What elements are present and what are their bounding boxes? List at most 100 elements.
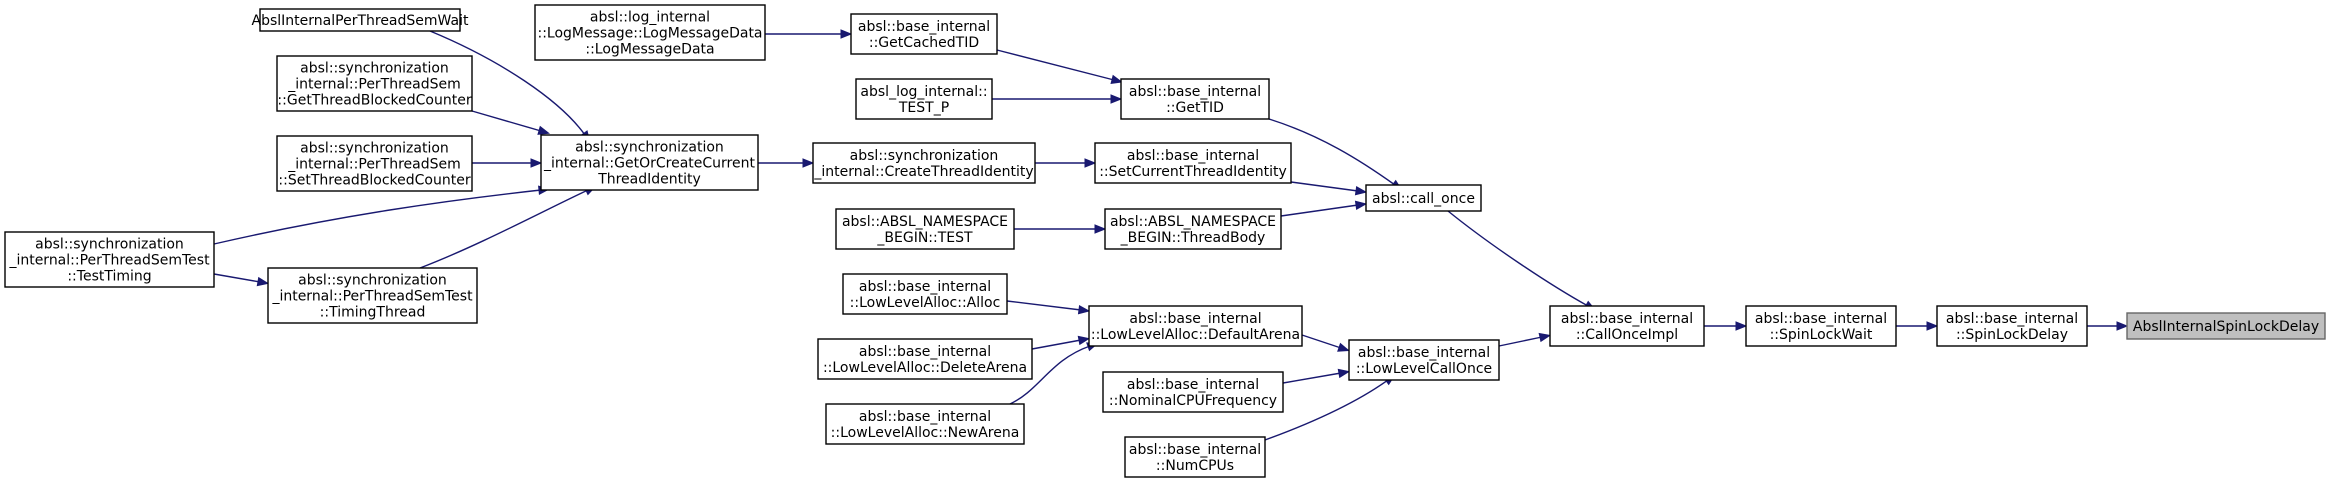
node-getorcreate[interactable]: absl::synchronization_internal::GetOrCre… [540, 134, 759, 191]
node-target[interactable]: AbslInternalSpinLockDelay [2126, 312, 2326, 340]
node-box [1088, 305, 1303, 347]
node-createthreadidentity[interactable]: absl::synchronization_internal::CreateTh… [812, 142, 1036, 184]
edge-createthreadidentity-to-setcurrentthreadidentity [1035, 158, 1097, 168]
node-label-line: absl::base_internal [1127, 377, 1259, 393]
edge-getblocked-to-getorcreate [471, 110, 550, 135]
node-ns_test[interactable]: absl::ABSL_NAMESPACE_BEGIN::TEST [835, 208, 1015, 250]
edge-ns_test-to-threadbody [1014, 224, 1107, 234]
edge-logmessagedata-to-getcachedtid [765, 29, 853, 39]
node-box [1094, 142, 1292, 184]
node-box [259, 8, 461, 32]
node-logmessagedata[interactable]: absl::log_internal::LogMessage::LogMessa… [534, 4, 766, 61]
node-testtiming[interactable]: absl::synchronization_internal::PerThrea… [4, 231, 215, 288]
node-label-line: absl::base_internal [1946, 311, 2078, 327]
node-label-line: _internal::PerThreadSem [287, 157, 461, 173]
node-call_once[interactable]: absl::call_once [1365, 184, 1482, 212]
node-box [1745, 305, 1897, 347]
node-label-line: absl::base_internal [1129, 311, 1261, 327]
edge-alloc-to-defaultarena [1006, 300, 1091, 315]
node-box [1936, 305, 2088, 347]
node-label-line: ::LogMessage::LogMessageData [537, 26, 762, 42]
node-defaultarena[interactable]: absl::base_internal::LowLevelAlloc::Defa… [1088, 305, 1303, 347]
node-label-line: _internal::PerThreadSemTest [8, 253, 210, 269]
node-label-line: absl::log_internal [590, 10, 710, 26]
node-nominalcpufrequency[interactable]: absl::base_internal::NominalCPUFrequency [1102, 371, 1284, 413]
node-label-line: TEST_P [898, 100, 949, 116]
node-gettid[interactable]: absl::base_internal::GetTID [1120, 78, 1270, 120]
arrow-head-icon [1077, 335, 1091, 346]
node-label-line: _BEGIN::TEST [876, 230, 973, 246]
node-box [540, 134, 759, 191]
edge-line [1282, 372, 1342, 384]
node-getcachedtid[interactable]: absl::base_internal::GetCachedTID [850, 13, 998, 55]
node-label-line: ::NominalCPUFrequency [1109, 393, 1277, 409]
node-box [267, 267, 478, 324]
node-label-line: absl::synchronization [35, 237, 184, 253]
node-label-line: ::TimingThread [320, 305, 426, 321]
node-label-line: ::SpinLockDelay [1956, 327, 2068, 343]
node-setcurrentthreadidentity[interactable]: absl::base_internal::SetCurrentThreadIde… [1094, 142, 1292, 184]
edge-defaultarena-to-lowlevelcallonce [1301, 334, 1350, 352]
node-label-line: absl::base_internal [1129, 442, 1261, 458]
arrow-head-icon [1110, 74, 1123, 84]
node-test_p[interactable]: absl_log_internal::TEST_P [855, 78, 993, 120]
edge-line [1447, 210, 1589, 307]
edge-line [471, 110, 542, 132]
edge-line [1009, 345, 1091, 405]
node-timingthread[interactable]: absl::synchronization_internal::PerThrea… [267, 267, 478, 324]
node-label-line: ::CallOnceImpl [1576, 327, 1678, 343]
node-label-line: ThreadIdentity [597, 172, 701, 188]
node-box [1120, 78, 1270, 120]
edge-line [1301, 334, 1342, 349]
edge-line [1006, 300, 1082, 311]
node-label-line: absl::synchronization [298, 273, 447, 289]
edge-line [1280, 204, 1359, 217]
node-label-line: ::LowLevelAlloc::DeleteArena [823, 360, 1027, 376]
node-label-line: AbslInternalPerThreadSemWait [252, 13, 469, 29]
node-semwait[interactable]: AbslInternalPerThreadSemWait [252, 8, 469, 32]
node-newarena[interactable]: absl::base_internal::LowLevelAlloc::NewA… [825, 403, 1025, 445]
node-deletearena[interactable]: absl::base_internal::LowLevelAlloc::Dele… [817, 338, 1033, 380]
node-label-line: AbslInternalSpinLockDelay [2133, 319, 2319, 335]
node-label-line: absl::ABSL_NAMESPACE [1110, 214, 1276, 230]
node-numcpus[interactable]: absl::base_internal::NumCPUs [1124, 436, 1266, 478]
node-box [850, 13, 998, 55]
node-label-line: ::SpinLockWait [1770, 327, 1873, 343]
node-spinlockdelay[interactable]: absl::base_internal::SpinLockDelay [1936, 305, 2088, 347]
node-lowlevelcallonce[interactable]: absl::base_internal::LowLevelCallOnce [1348, 339, 1500, 381]
arrow-head-icon [256, 276, 270, 287]
edge-line [1031, 339, 1082, 350]
edge-line [419, 189, 589, 269]
node-spinlockwait[interactable]: absl::base_internal::SpinLockWait [1745, 305, 1897, 347]
edge-line [996, 49, 1115, 81]
node-box [812, 142, 1036, 184]
node-getblocked[interactable]: absl::synchronization_internal::PerThrea… [276, 55, 473, 112]
edge-line [429, 30, 586, 136]
node-label-line: ::LogMessageData [585, 42, 714, 58]
arrow-head-icon [1735, 321, 1748, 331]
edge-spinlockwait-to-spinlockdelay [1896, 321, 1939, 331]
node-label-line: absl::base_internal [858, 19, 990, 35]
node-label-line: absl_log_internal:: [860, 84, 987, 100]
arrow-head-icon [1077, 305, 1091, 315]
arrow-head-icon [840, 29, 853, 39]
arrow-head-icon [537, 125, 550, 135]
arrow-head-icon [1538, 332, 1552, 343]
edge-test_p-to-gettid [992, 94, 1123, 104]
edge-line [213, 273, 261, 283]
node-label-line: absl::call_once [1372, 191, 1475, 207]
edge-threadbody-to-call_once [1280, 200, 1368, 217]
node-calloonceimpl[interactable]: absl::base_internal::CallOnceImpl [1549, 305, 1705, 347]
node-label-line: absl::base_internal [859, 279, 991, 295]
node-label-line: absl::synchronization [850, 148, 999, 164]
arrow-head-icon [802, 158, 815, 168]
node-label-line: ::SetCurrentThreadIdentity [1099, 164, 1287, 180]
node-alloc[interactable]: absl::base_internal::LowLevelAlloc::Allo… [842, 273, 1008, 315]
arrow-head-icon [1094, 224, 1107, 234]
node-threadbody[interactable]: absl::ABSL_NAMESPACE_BEGIN::ThreadBody [1104, 208, 1282, 250]
node-label-line: absl::synchronization [300, 61, 449, 77]
node-box [2126, 312, 2326, 340]
node-setblocked[interactable]: absl::synchronization_internal::PerThrea… [276, 135, 473, 192]
node-box [817, 338, 1033, 380]
node-box [1104, 208, 1282, 250]
